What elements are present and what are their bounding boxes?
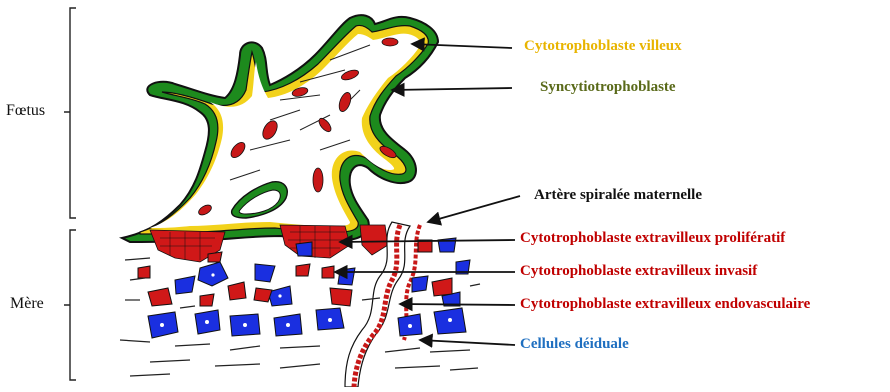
fetus-label: Fœtus [6,102,45,120]
fetus-bracket [64,8,76,218]
label-deciduale: Cellules déiduale [520,336,629,353]
label-syncytio: Syncytiotrophoblaste [540,79,676,96]
label-cevt-invasif: Cytotrophoblaste extravilleux invasif [520,263,757,280]
mother-label: Mère [10,295,44,313]
mother-bracket [64,230,76,380]
label-artere: Artère spiralée maternelle [534,187,702,204]
label-cyto-villeux: Cytotrophoblaste villeux [524,38,682,55]
label-cevt-proliferatif: Cytotrophoblaste extravilleux proliférat… [520,230,785,247]
label-cevt-endovasculaire: Cytotrophoblaste extravilleux endovascul… [520,296,810,313]
